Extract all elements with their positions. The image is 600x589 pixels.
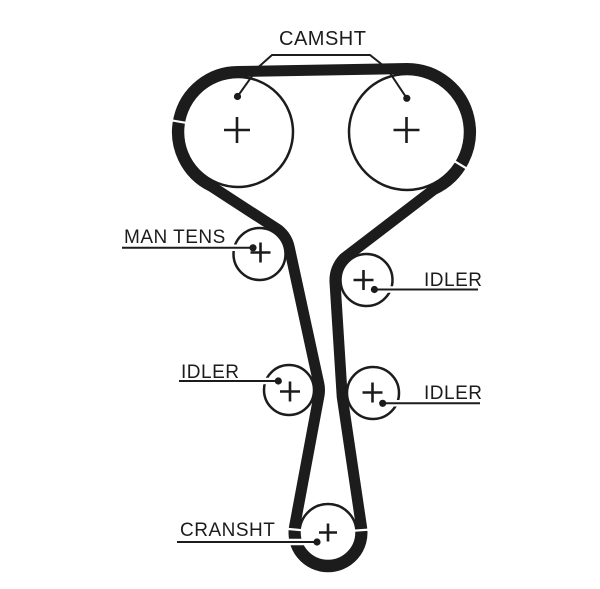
belt-nick-left-cam (171, 119, 186, 124)
label-idler-upper-right: IDLER (424, 270, 483, 291)
belt-path (171, 63, 476, 573)
leader-dot-camshaft-right (403, 94, 411, 102)
camshaft-bracket-line (257, 54, 388, 70)
label-camshaft: CAMSHT (279, 28, 367, 50)
center-marks (224, 117, 420, 542)
label-crankshaft: CRANSHT (180, 520, 276, 541)
label-idler-left: IDLER (181, 362, 240, 383)
leader-line-camshaft-left (236, 66, 260, 98)
label-manual-tensioner: MAN TENS (124, 227, 226, 248)
center-mark-camshaft-left (224, 117, 250, 143)
belt-nick-crank-left (287, 527, 302, 532)
leader-strokes (122, 246, 480, 543)
center-mark-camshaft-right (393, 117, 420, 143)
center-mark-manual-tensioner (250, 242, 271, 263)
belt-splice-marks (171, 119, 468, 532)
belt-nick-right-cam (454, 160, 468, 170)
center-mark-idler-lower-right (362, 382, 383, 403)
leader-dot-manual-tensioner (249, 244, 257, 252)
belt-nick-crank-right (354, 528, 369, 532)
label-idler-lower-right: IDLER (424, 383, 483, 404)
leader-dot-idler-upper-right (370, 285, 378, 294)
leader-lines (122, 244, 480, 546)
pulley-circles (181, 72, 467, 563)
leader-dot-camshaft-left (233, 92, 242, 101)
leader-dot-idler-left (274, 377, 282, 385)
center-mark-crankshaft (319, 523, 337, 542)
center-mark-idler-left (280, 381, 300, 402)
leader-dot-idler-lower-right (379, 399, 387, 407)
leader-line-camshaft-right (386, 67, 408, 99)
camshaft-bracket (236, 54, 408, 99)
leader-dots (233, 92, 411, 546)
leader-dot-crankshaft (313, 538, 321, 546)
center-mark-idler-upper-right (353, 270, 374, 290)
